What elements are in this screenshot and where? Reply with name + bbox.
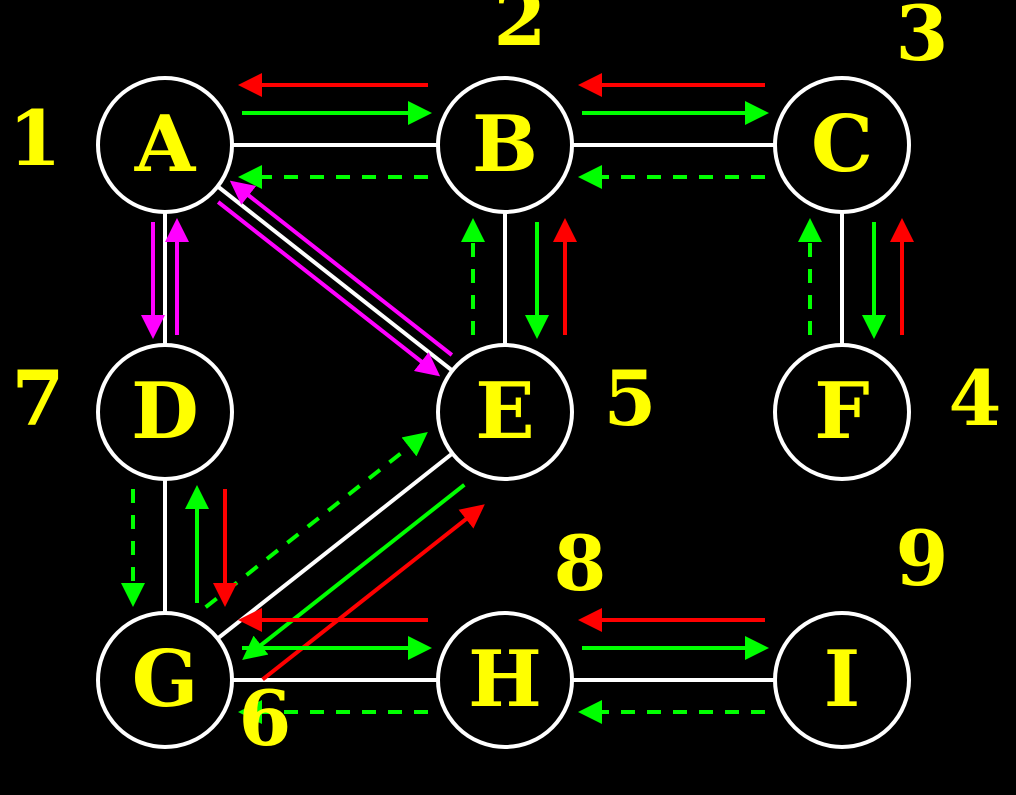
arrow-forward-E-G xyxy=(242,483,466,660)
node-label: B xyxy=(472,99,538,190)
arrow-backward-G-E xyxy=(261,504,485,682)
edge-E-G xyxy=(216,451,454,641)
arrow-back-edge-E-A xyxy=(229,180,454,357)
node-circle xyxy=(773,76,911,214)
traversal-arrows xyxy=(121,73,914,724)
visit-number-D: 7 xyxy=(12,354,65,443)
node-label: G xyxy=(132,634,199,725)
node-G: G xyxy=(96,611,234,749)
node-E: E xyxy=(436,343,574,481)
arrow-back-edge-A-E xyxy=(216,200,441,377)
nodes: A B C D E F G H I xyxy=(96,76,911,749)
node-D: D xyxy=(96,343,234,481)
visit-number-A: 1 xyxy=(9,94,62,183)
node-circle xyxy=(436,611,574,749)
node-circle xyxy=(773,343,911,481)
visit-number-F: 4 xyxy=(949,354,1002,443)
node-label: A xyxy=(134,99,197,190)
visit-number-H: 8 xyxy=(554,519,607,608)
edge-A-E xyxy=(216,184,454,373)
node-label: I xyxy=(824,634,861,725)
node-circle xyxy=(96,343,234,481)
node-circle xyxy=(436,343,574,481)
node-label: H xyxy=(468,634,542,725)
node-label: F xyxy=(814,366,869,457)
node-label: E xyxy=(475,366,534,457)
node-B: B xyxy=(436,76,574,214)
node-circle xyxy=(96,76,234,214)
arrow-dashed-G-E xyxy=(204,432,428,609)
node-circle xyxy=(436,76,574,214)
visit-numbers: 1 2 3 4 5 6 7 8 9 xyxy=(9,0,1002,763)
node-A: A xyxy=(96,76,234,214)
node-C: C xyxy=(773,76,911,214)
node-F: F xyxy=(773,343,911,481)
visit-number-I: 9 xyxy=(896,514,949,603)
visit-number-C: 3 xyxy=(896,0,949,78)
node-H: H xyxy=(436,611,574,749)
visit-number-G: 6 xyxy=(239,674,292,763)
node-I: I xyxy=(773,611,911,749)
node-label: D xyxy=(131,366,199,457)
visit-number-B: 2 xyxy=(494,0,547,63)
visit-number-E: 5 xyxy=(604,354,657,443)
node-label: C xyxy=(811,99,873,190)
node-circle xyxy=(96,611,234,749)
node-circle xyxy=(773,611,911,749)
